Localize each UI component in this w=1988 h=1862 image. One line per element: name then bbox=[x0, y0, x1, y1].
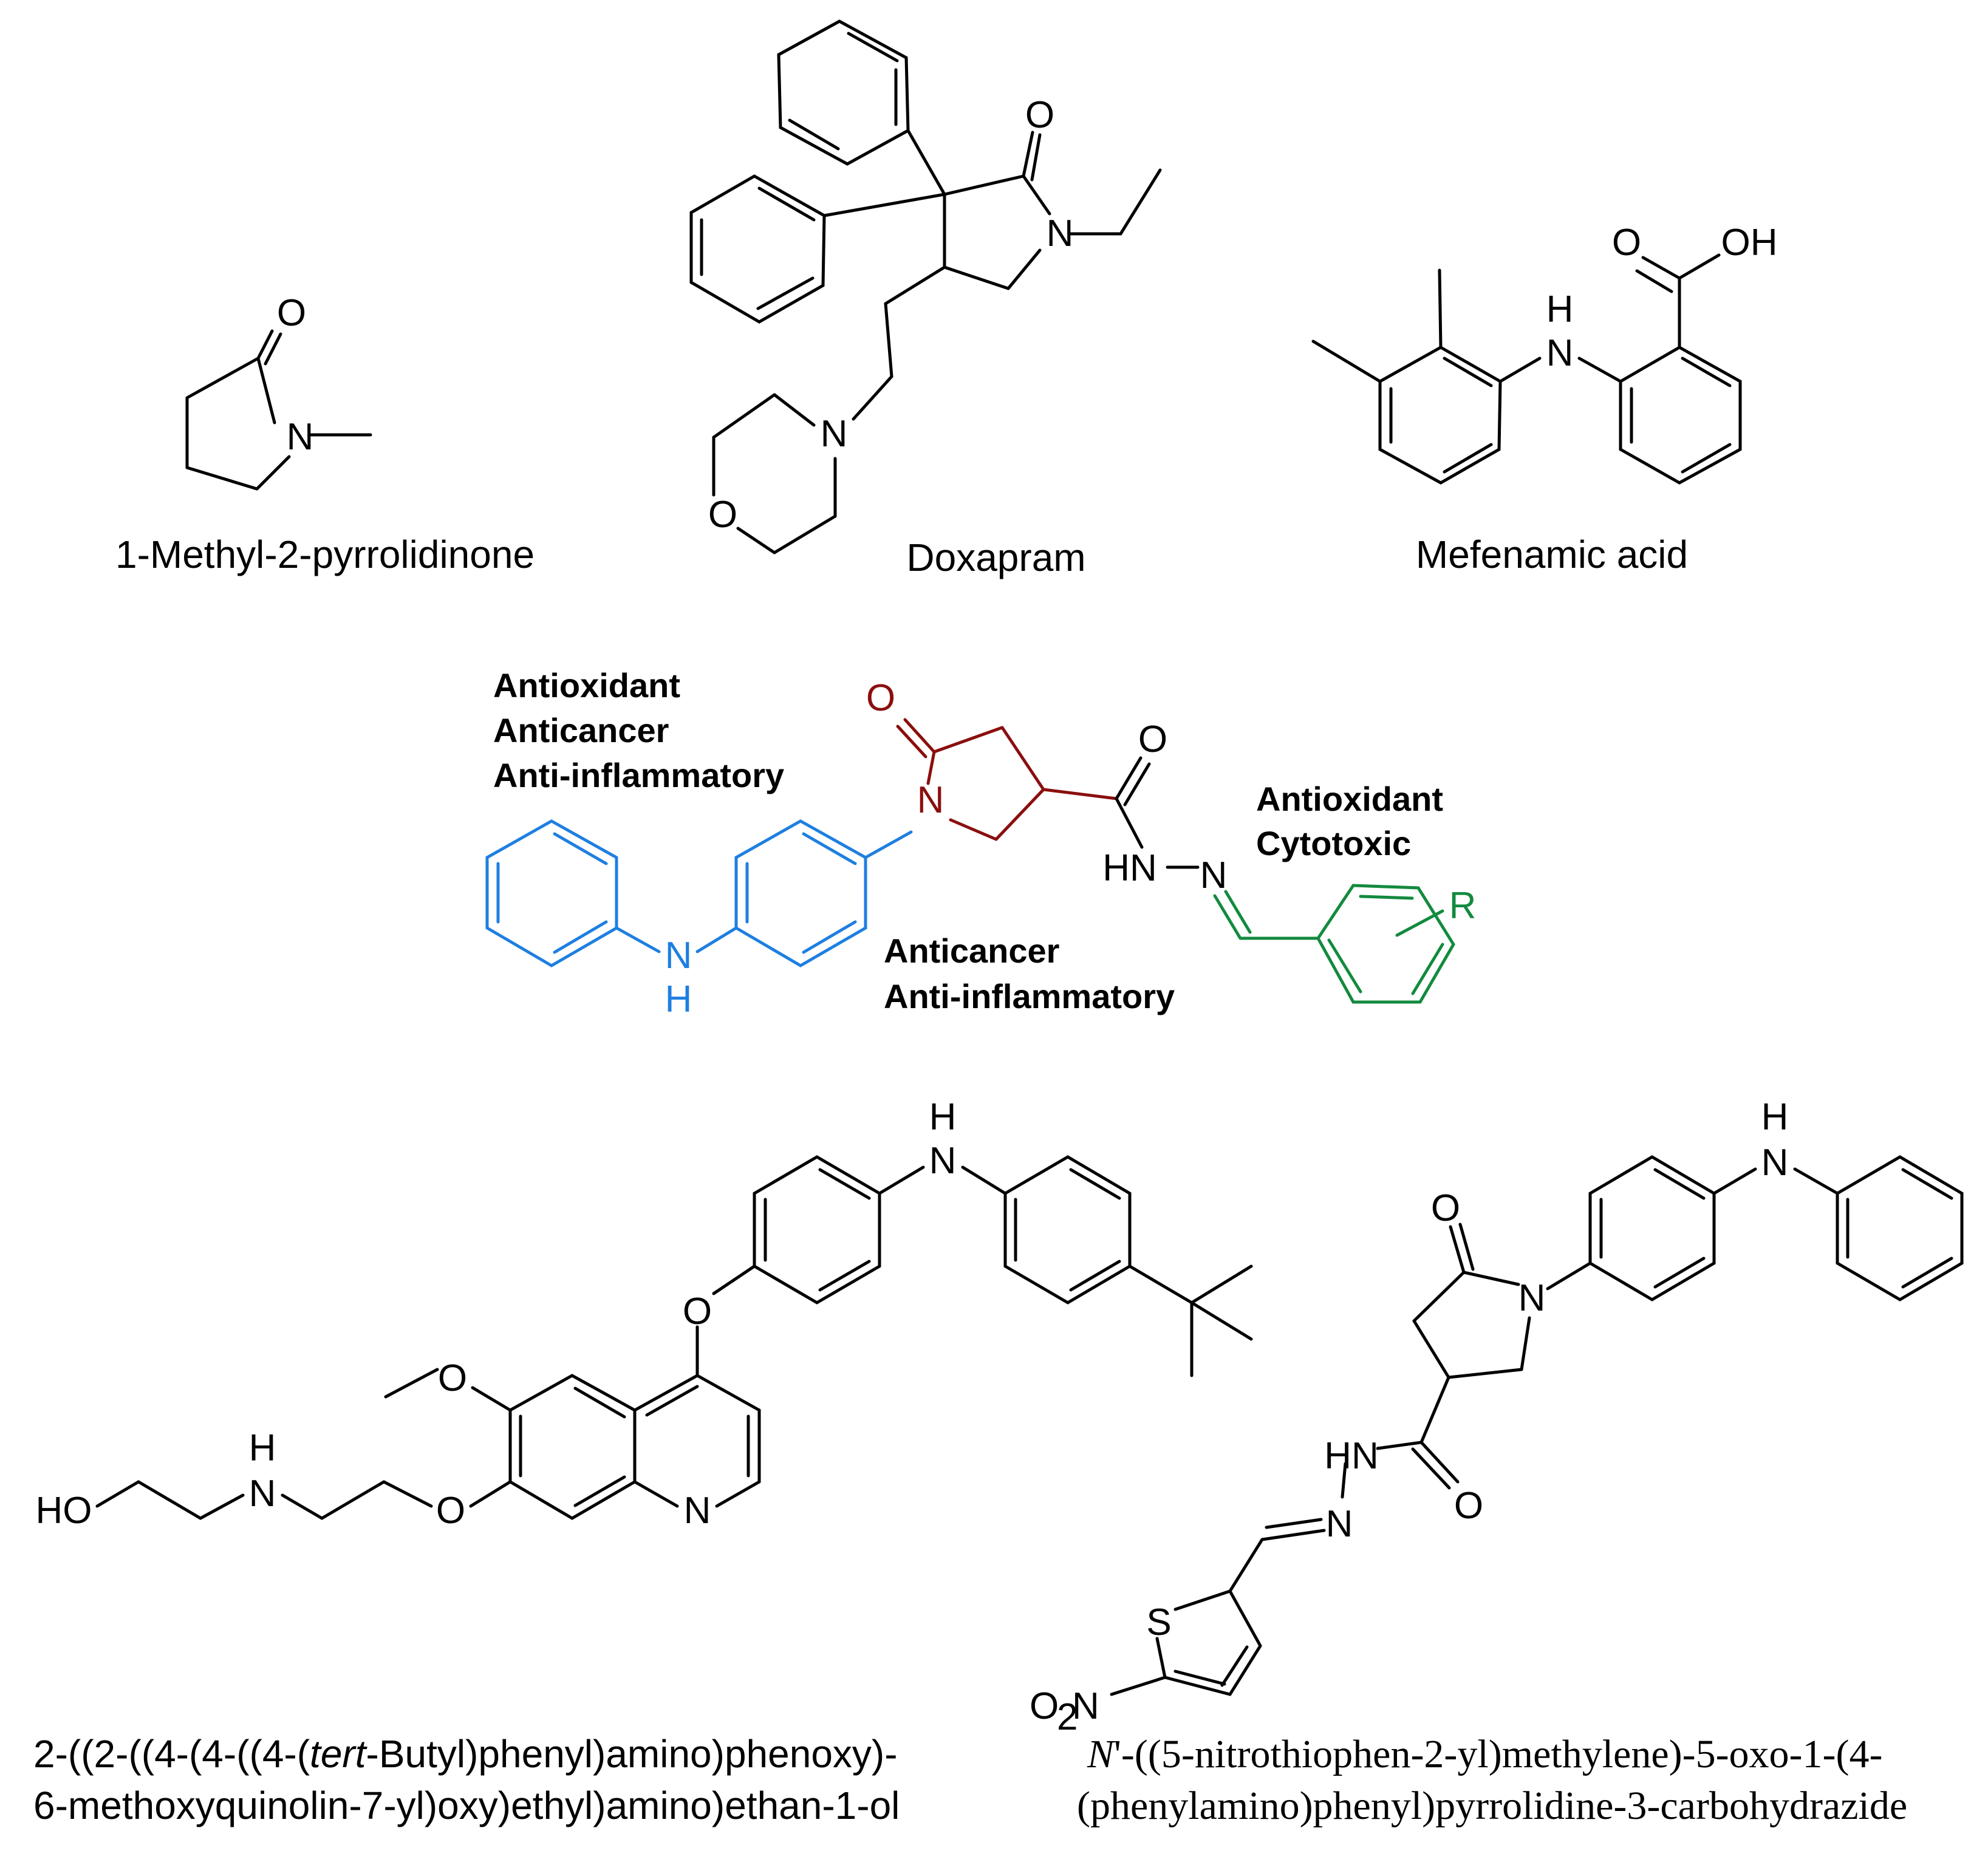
core-ring-n-atom: N bbox=[917, 779, 944, 821]
core-nh-n-atom: N bbox=[665, 935, 692, 977]
core-r-substituent: R bbox=[1449, 885, 1477, 927]
nmp-o-atom: O bbox=[277, 292, 306, 334]
activity-label: Anticancer bbox=[493, 711, 669, 749]
doxapram-morpholine-n-atom: N bbox=[821, 413, 848, 455]
core-hydrazide-fragment bbox=[1115, 756, 1200, 869]
doxapram-caption: Doxapram bbox=[906, 536, 1085, 579]
quinoline-methoxy-o-atom: O bbox=[438, 1357, 467, 1399]
activity-label: Antioxidant bbox=[1256, 780, 1443, 818]
core-imine-n-atom: N bbox=[1200, 854, 1228, 896]
doxapram-carbonyl-o-atom: O bbox=[1025, 94, 1054, 136]
thiophene-structure bbox=[1110, 1155, 1964, 1696]
thiophene-ring-n-atom: N bbox=[1518, 1277, 1546, 1319]
activity-label: Anti-inflammatory bbox=[884, 977, 1175, 1015]
thiophene-imine-n-atom: N bbox=[1326, 1503, 1353, 1545]
thiophene-nitro-group: O 2 N bbox=[1030, 1685, 1099, 1738]
doxapram-structure bbox=[689, 19, 1162, 554]
mefenamic-n-atom: N bbox=[1546, 332, 1574, 374]
activity-label: Anti-inflammatory bbox=[493, 756, 784, 794]
quinoline-amine-n-atom: N bbox=[249, 1473, 276, 1515]
core-activities-left: Antioxidant Anticancer Anti-inflammatory bbox=[493, 666, 784, 794]
core-benzylidene-fragment bbox=[1213, 884, 1455, 1004]
core-diphenylamine-fragment bbox=[485, 819, 913, 967]
core-hn-group: HN bbox=[1102, 847, 1157, 889]
mefenamic-oh-group: OH bbox=[1721, 222, 1778, 264]
thiophene-caption-line1: N'-((5-nitrothiophen-2-yl)methylene)-5-o… bbox=[1087, 1732, 1882, 1776]
quinoline-caption-line2: 6-methoxyquinolin-7-yl)oxy)ethyl)amino)e… bbox=[33, 1784, 900, 1827]
thiophene-top-h-atom: H bbox=[1761, 1096, 1789, 1138]
thiophene-amide-o-atom: O bbox=[1454, 1485, 1483, 1527]
quinoline-ether-o-atom: O bbox=[436, 1490, 465, 1532]
mefenamic-structure bbox=[1311, 253, 1742, 485]
quinoline-ring-n-atom: N bbox=[684, 1490, 711, 1532]
thiophene-s-atom: S bbox=[1146, 1601, 1171, 1643]
quinoline-amine-h-atom: H bbox=[249, 1427, 276, 1469]
nitro-o-atom: O bbox=[1030, 1685, 1059, 1727]
quinoline-top-h-atom: H bbox=[929, 1096, 957, 1138]
mefenamic-caption: Mefenamic acid bbox=[1416, 533, 1688, 576]
mefenamic-carbonyl-o-atom: O bbox=[1612, 222, 1641, 264]
core-activities-right: Antioxidant Cytotoxic bbox=[1256, 780, 1443, 862]
core-amide-o-atom: O bbox=[1138, 718, 1167, 760]
nmp-n-atom: N bbox=[287, 416, 314, 458]
thiophene-hn-group: HN bbox=[1324, 1435, 1379, 1477]
thiophene-top-n-atom: N bbox=[1761, 1142, 1789, 1184]
quinoline-top-n-atom: N bbox=[929, 1140, 957, 1182]
quinoline-ho-group: HO bbox=[36, 1490, 92, 1532]
core-nh-h-atom: H bbox=[665, 978, 692, 1020]
quinoline-aryl-o-atom: O bbox=[683, 1291, 712, 1332]
quinoline-structure bbox=[95, 1155, 1253, 1520]
core-pyrrolidinone-fragment bbox=[896, 718, 1118, 841]
activity-label: Cytotoxic bbox=[1256, 824, 1411, 862]
mefenamic-h-atom: H bbox=[1546, 288, 1574, 330]
quinoline-caption-line1: 2-((2-((4-(4-((4-(tert-Butyl)phenyl)amin… bbox=[33, 1732, 898, 1776]
thiophene-ring-o-atom: O bbox=[1431, 1187, 1460, 1229]
nmp-caption: 1-Methyl-2-pyrrolidinone bbox=[115, 533, 535, 576]
core-activities-bottom: Anticancer Anti-inflammatory bbox=[884, 932, 1175, 1015]
activity-label: Antioxidant bbox=[493, 666, 680, 704]
thiophene-caption-line2: (phenylamino)phenyl)pyrrolidine-3-carboh… bbox=[1077, 1784, 1907, 1828]
core-ring-o-atom: O bbox=[866, 677, 895, 719]
nitro-n-atom: N bbox=[1072, 1685, 1099, 1727]
nitro-subscript: 2 bbox=[1057, 1696, 1078, 1738]
doxapram-morpholine-o-atom: O bbox=[708, 494, 737, 536]
nmp-structure bbox=[185, 329, 372, 491]
doxapram-lactam-n-atom: N bbox=[1047, 213, 1074, 254]
activity-label: Anticancer bbox=[884, 932, 1059, 970]
